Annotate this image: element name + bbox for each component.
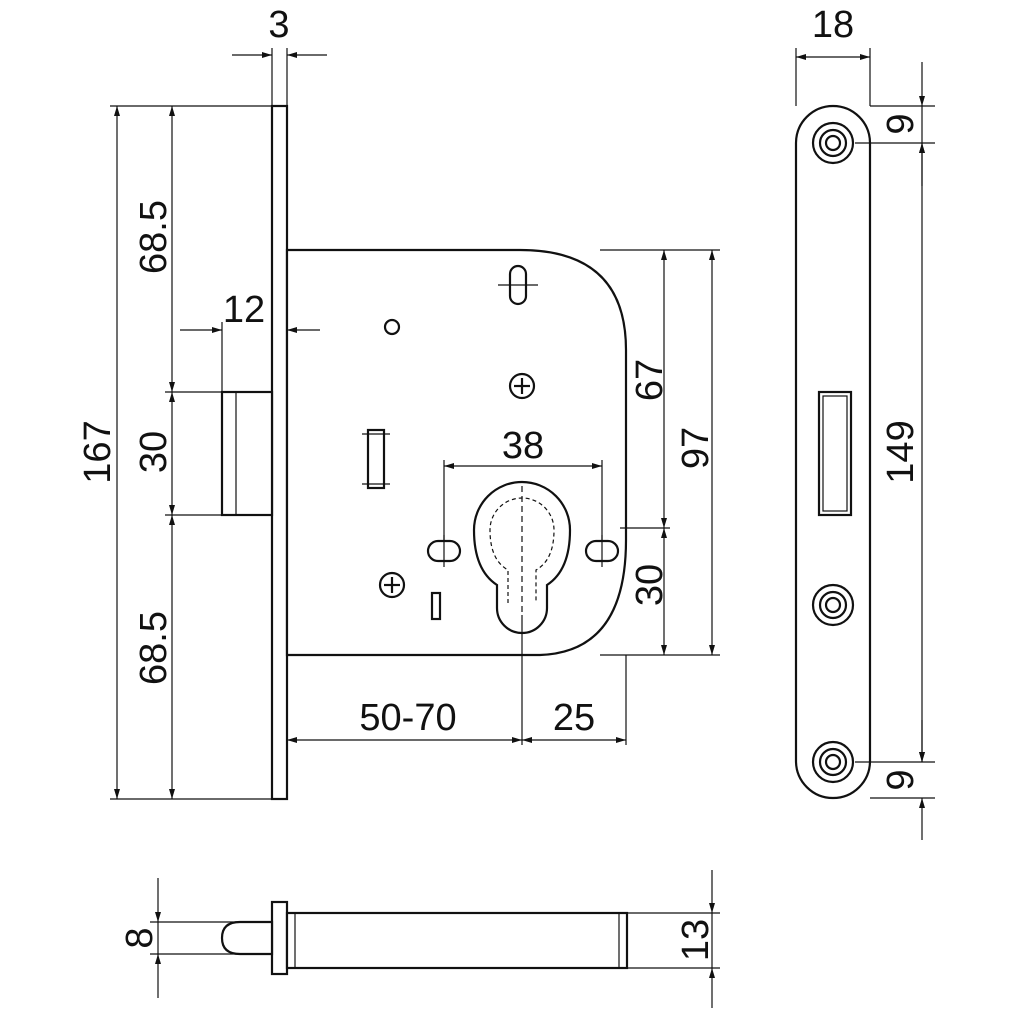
rect-slot: [366, 428, 386, 490]
dim-body-height: 97: [675, 427, 717, 469]
dim-total-height: 167: [77, 420, 119, 483]
dim-cylinder-width: 38: [502, 425, 544, 467]
dim-strike-hole-bottom: 9: [880, 769, 922, 790]
dim-upper-offset: 68.5: [133, 200, 175, 274]
pin-hole: [383, 318, 401, 336]
latch-bolt: [220, 390, 274, 517]
dim-latch-height: 30: [133, 431, 175, 473]
strike-plate-view: [794, 104, 872, 800]
latch-opening: [817, 390, 853, 517]
faceplate: [270, 104, 289, 801]
latch-edge: [220, 920, 274, 956]
dim-latch-projection: 12: [223, 289, 265, 331]
dim-strike-width: 18: [812, 4, 854, 46]
dim-body-height-upper: 67: [629, 359, 671, 401]
countersunk-hole-icon: [811, 740, 855, 784]
dim-strike-hole-top: 9: [880, 113, 922, 134]
dim-lower-offset: 68.5: [133, 611, 175, 685]
countersunk-hole-icon: [811, 121, 855, 165]
screw-icon: [508, 372, 536, 400]
lock-body: [285, 248, 628, 657]
dim-cylinder-drop: 30: [629, 564, 671, 606]
top-view-dimensions: 8 13: [119, 870, 720, 1008]
screw-icon: [378, 571, 406, 599]
faceplate-edge: [270, 900, 289, 976]
small-slot: [430, 591, 442, 621]
dim-faceplate-thickness: 3: [268, 4, 289, 46]
strike-dimensions: 18 9 149 9: [795, 4, 935, 840]
dim-backset: 50-70: [359, 697, 456, 739]
dim-strike-hole-spacing: 149: [880, 420, 922, 483]
front-dimensions: 3 167 68.5 30 68.5 12 38 67 30 97 50-70: [77, 4, 720, 800]
dim-body-thickness: 13: [675, 919, 717, 961]
dim-latch-diameter: 8: [119, 927, 161, 948]
lock-body-edge: [285, 911, 629, 970]
countersunk-hole-icon: [811, 583, 855, 627]
top-view: [220, 900, 629, 976]
front-view: [220, 104, 628, 801]
dim-cylinder-offset: 25: [553, 697, 595, 739]
